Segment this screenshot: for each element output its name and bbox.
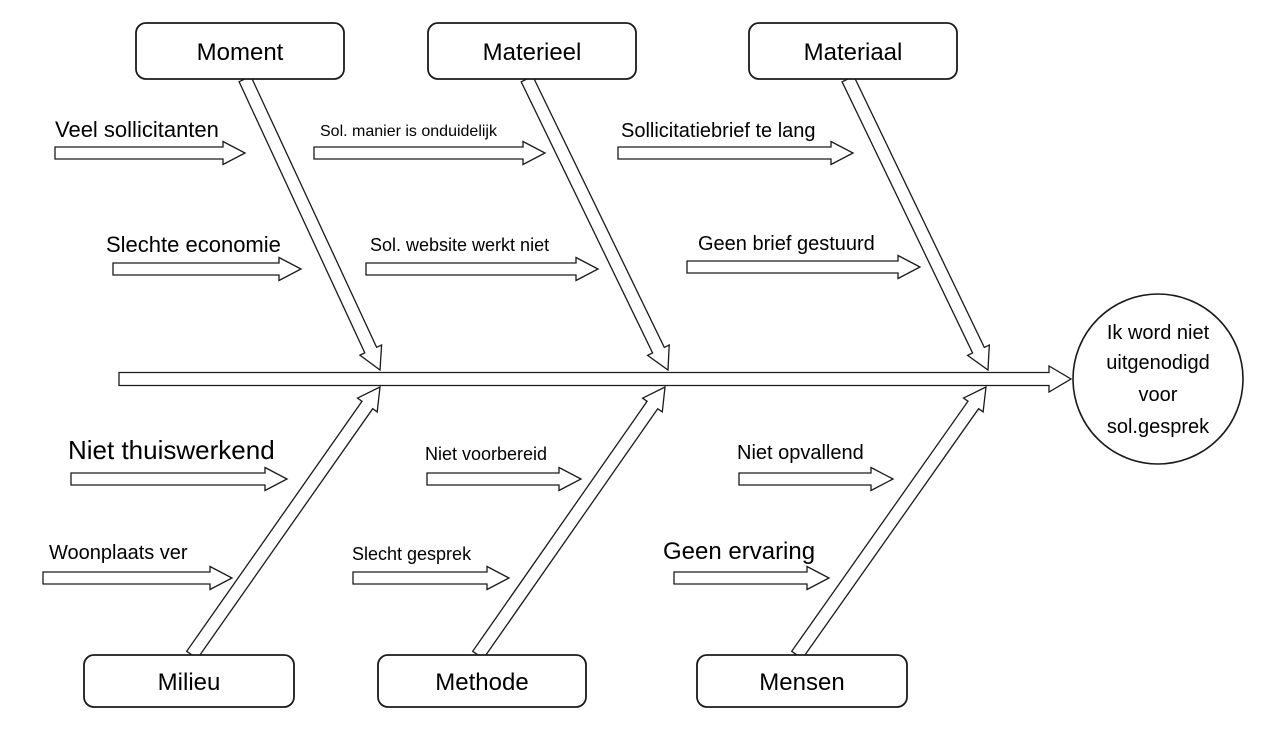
category-label-milieu: Milieu xyxy=(158,669,221,696)
category-box-moment xyxy=(135,22,345,80)
spine-arrow xyxy=(118,364,1073,394)
cause-arrow xyxy=(617,140,855,166)
effect-text-line: Ik word niet xyxy=(1107,322,1210,344)
cause-label: Veel sollicitanten xyxy=(55,117,219,142)
cause-arrow xyxy=(313,140,547,166)
cause-arrow xyxy=(686,254,922,280)
category-box-materiaal xyxy=(748,22,958,80)
bone-milieu xyxy=(185,385,381,660)
category-label-moment: Moment xyxy=(197,39,284,66)
cause-arrow xyxy=(365,256,600,282)
bone-moment xyxy=(238,75,383,372)
effect-text-line: sol.gesprek xyxy=(1107,416,1210,438)
cause-arrow xyxy=(426,466,583,492)
category-label-materieel: Materieel xyxy=(483,39,582,66)
category-box-methode xyxy=(377,654,587,708)
cause-arrow xyxy=(112,256,303,282)
bone-materieel xyxy=(520,75,670,372)
category-box-mensen xyxy=(696,654,908,708)
effect-circle xyxy=(1072,293,1244,465)
category-label-materiaal: Materiaal xyxy=(804,39,903,66)
cause-arrow xyxy=(352,565,511,591)
cause-label: Slecht gesprek xyxy=(352,544,472,564)
cause-label: Geen brief gestuurd xyxy=(698,233,875,255)
category-box-materieel xyxy=(427,22,637,80)
bone-mensen xyxy=(790,385,987,660)
cause-label: Slechte economie xyxy=(106,232,281,257)
category-label-methode: Methode xyxy=(435,669,528,696)
cause-label: Sol. manier is onduidelijk xyxy=(320,123,498,140)
bone-methode xyxy=(471,385,666,660)
cause-label: Sollicitatiebrief te lang xyxy=(621,120,816,142)
cause-arrow xyxy=(42,565,234,591)
cause-arrow xyxy=(738,466,895,492)
category-box-milieu xyxy=(83,654,295,708)
cause-label: Sol. website werkt niet xyxy=(370,235,549,255)
cause-arrow xyxy=(673,565,831,591)
effect-text-line: voor xyxy=(1139,384,1178,406)
bone-materiaal xyxy=(841,75,991,372)
cause-label: Woonplaats ver xyxy=(49,542,188,564)
cause-label: Niet voorbereid xyxy=(425,444,547,464)
effect-text-line: uitgenodigd xyxy=(1106,352,1209,374)
cause-label: Niet opvallend xyxy=(737,442,864,464)
category-label-mensen: Mensen xyxy=(759,669,844,696)
cause-arrow xyxy=(70,466,289,492)
cause-arrow xyxy=(54,140,247,166)
cause-label: Geen ervaring xyxy=(663,538,815,565)
cause-label: Niet thuiswerkend xyxy=(68,435,275,465)
